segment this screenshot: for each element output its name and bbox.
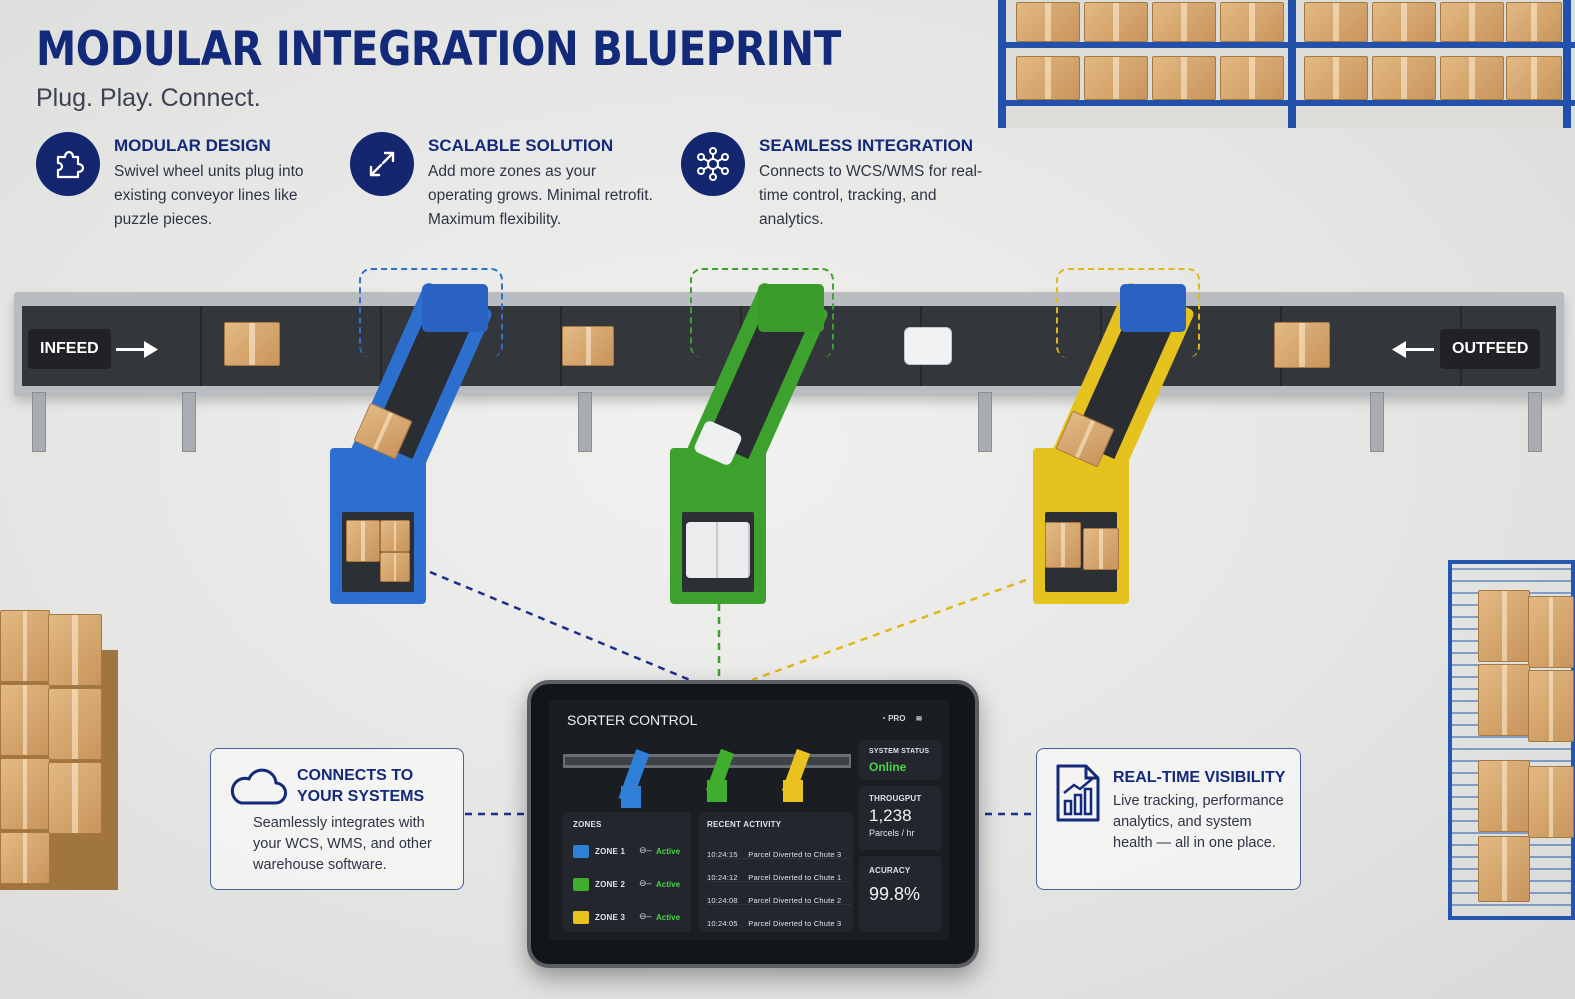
expand-arrows-icon xyxy=(350,132,414,196)
puzzle-icon xyxy=(36,132,100,196)
feature-description: Add more zones as your operating grows. … xyxy=(428,163,653,228)
zone-status: Active xyxy=(656,847,681,856)
cage-cart-right xyxy=(1448,560,1575,920)
page-subtitle: Plug. Play. Connect. xyxy=(36,84,261,112)
sorter-control-screen: SORTER CONTROL ◔ PRO ≋ SYSTEM STATUS Onl… xyxy=(549,700,949,940)
feature-seamless-integration: SEAMLESS INTEGRATION Connects to WCS/WMS… xyxy=(681,132,982,232)
zone-1-motor xyxy=(422,284,488,332)
callout-description: Seamlessly integrates with your WCS, WMS… xyxy=(253,815,432,873)
zone-name: ZONE 3 xyxy=(595,913,626,922)
throughput-value: 1,238 xyxy=(869,806,912,825)
pallet-stack-left xyxy=(0,610,120,890)
parcel-bag xyxy=(904,327,952,365)
throughput-unit: Parcels / hr xyxy=(869,828,915,838)
activity-row[interactable]: 10:24:08 Parcel Diverted to Chute 2 xyxy=(707,890,851,905)
tablet-device: SORTER CONTROL ◔ PRO ≋ SYSTEM STATUS Onl… xyxy=(527,680,979,968)
zone-1-color-icon xyxy=(573,845,589,858)
zone-status: Active xyxy=(656,913,681,922)
feature-title: SCALABLE SOLUTION xyxy=(428,136,614,155)
zone-3-outline xyxy=(1056,268,1200,358)
feature-description: Connects to WCS/WMS for real-time contro… xyxy=(759,163,983,228)
feature-title: SEAMLESS INTEGRATION xyxy=(759,136,974,155)
callout-description: Live tracking, performance analytics, an… xyxy=(1113,793,1284,851)
conveyor-leg xyxy=(1528,392,1542,452)
callout-title: REAL-TIME VISIBILITY xyxy=(1113,769,1286,786)
mini-conveyor-diagram xyxy=(563,748,851,812)
conveyor-leg xyxy=(978,392,992,452)
page-title: MODULAR INTEGRATION BLUEPRINT xyxy=(36,22,841,77)
system-status-label: SYSTEM STATUS xyxy=(869,748,930,755)
system-status-panel: SYSTEM STATUS Online xyxy=(859,740,941,780)
zone-1-outline xyxy=(359,268,503,358)
callout-realtime-visibility: REAL-TIME VISIBILITY Live tracking, perf… xyxy=(1036,748,1301,890)
callout-title: CONNECTS TO YOUR SYSTEMS xyxy=(297,767,425,805)
conveyor-leg xyxy=(182,392,196,452)
conveyor-leg xyxy=(32,392,46,452)
parcel-box xyxy=(224,322,280,366)
infeed-arrow-icon xyxy=(116,341,158,358)
activity-row[interactable]: 10:24:12 Parcel Diverted to Chute 1 xyxy=(707,867,851,882)
feature-scalable-solution: SCALABLE SOLUTION Add more zones as your… xyxy=(350,132,653,232)
power-icon: ⊖– xyxy=(639,878,652,888)
wifi-icon[interactable]: ≋ xyxy=(915,714,923,723)
network-icon xyxy=(681,132,745,196)
throughput-label: THROUGPUT xyxy=(869,794,922,803)
power-icon: ⊖– xyxy=(639,911,652,921)
activity-header: RECENT ACTIVITY xyxy=(707,820,782,829)
zone-name: ZONE 2 xyxy=(595,880,626,889)
accuracy-label: ACURACY xyxy=(869,866,911,875)
activity-row[interactable]: 10:24:15 Parcel Diverted to Chute 3 xyxy=(707,844,851,859)
gauge-icon[interactable]: ◔ xyxy=(881,714,886,723)
zone-row-1[interactable]: ZONE 1 ⊖– Active xyxy=(573,842,687,862)
system-status-value: Online xyxy=(869,760,907,774)
outfeed-label: OUTFEED xyxy=(1440,329,1541,369)
zone-2-motor xyxy=(758,284,824,332)
feature-modular-design: MODULAR DESIGN Swivel wheel units plug i… xyxy=(36,132,336,232)
feature-title: MODULAR DESIGN xyxy=(114,136,271,155)
activity-row[interactable]: 10:24:05 Parcel Diverted to Chute 3 xyxy=(707,919,842,928)
accuracy-panel: ACURACY 99.8% xyxy=(859,856,941,932)
callout-connects-systems: CONNECTS TO YOUR SYSTEMS Seamlessly inte… xyxy=(210,748,464,890)
accuracy-value: 99.8% xyxy=(869,884,921,904)
zones-header: ZONES xyxy=(573,820,602,829)
zone-row-3[interactable]: ZONE 3 ⊖– Active xyxy=(573,908,687,928)
analytics-report-icon xyxy=(1056,764,1100,822)
zone-3-motor xyxy=(1120,284,1186,332)
power-icon: ⊖– xyxy=(639,845,652,855)
zone-status: Active xyxy=(656,880,681,889)
infeed-label: INFEED xyxy=(28,329,111,369)
pro-badge: PRO xyxy=(888,714,906,723)
zone-2-outline xyxy=(690,268,834,358)
parcel-box xyxy=(562,326,614,366)
pallet-rack-top xyxy=(998,0,1575,128)
zones-panel: ZONES ZONE 1 ⊖– Active ZONE 2 ⊖– Active … xyxy=(563,812,691,932)
parcel-box xyxy=(1274,322,1330,368)
conveyor-leg xyxy=(578,392,592,452)
header-icons: ◔ PRO ≋ xyxy=(881,714,922,723)
app-title: SORTER CONTROL xyxy=(567,712,698,728)
feature-description: Swivel wheel units plug into existing co… xyxy=(114,163,304,228)
zone-2-color-icon xyxy=(573,878,589,891)
outfeed-arrow-icon xyxy=(1392,341,1434,358)
conveyor-leg xyxy=(1370,392,1384,452)
throughput-panel: THROUGPUT 1,238 Parcels / hr xyxy=(859,786,941,850)
zone-row-2[interactable]: ZONE 2 ⊖– Active xyxy=(573,875,687,895)
recent-activity-panel: RECENT ACTIVITY 10:24:15 Parcel Diverted… xyxy=(699,812,853,932)
zone-3-color-icon xyxy=(573,911,589,924)
zone-name: ZONE 1 xyxy=(595,847,626,856)
zone-3-chute xyxy=(1033,448,1129,604)
cloud-icon xyxy=(230,768,287,805)
